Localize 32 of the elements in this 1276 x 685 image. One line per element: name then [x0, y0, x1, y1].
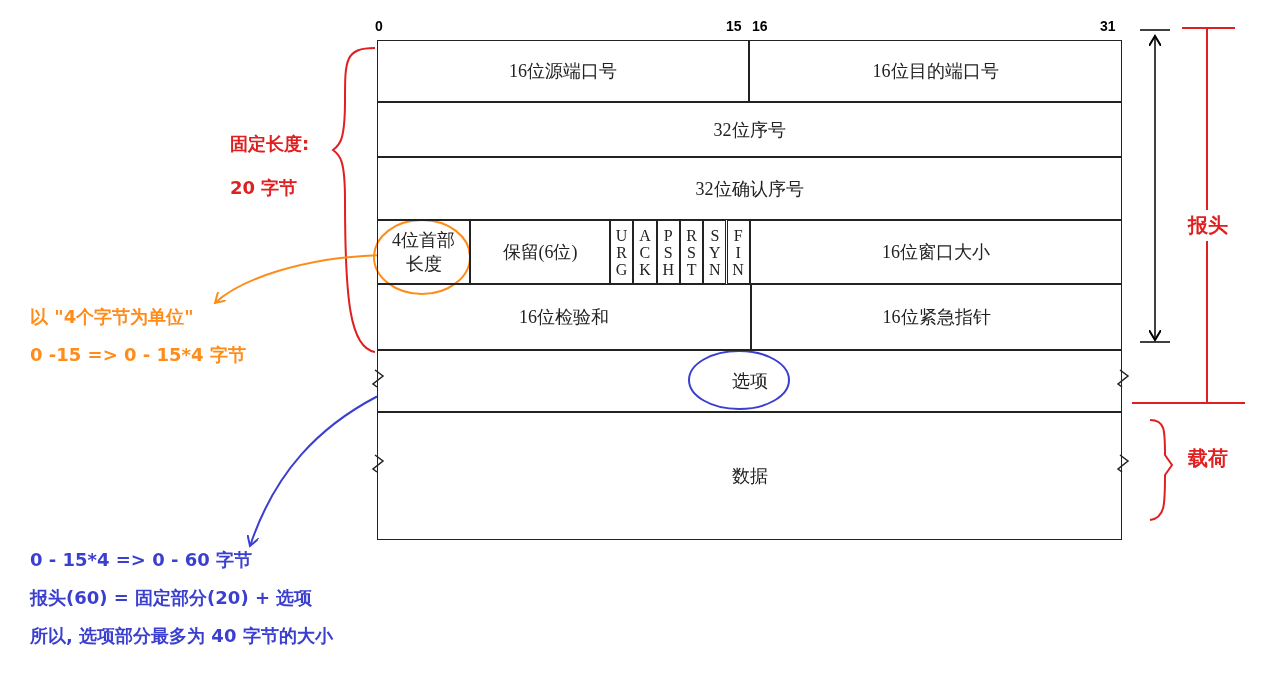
header-field: 32位序号 [377, 102, 1122, 157]
flag-field: ACK [633, 220, 657, 284]
annotation-line: 0 -15 => 0 - 15*4 字节 [30, 343, 247, 367]
bit-number: 0 [375, 18, 383, 34]
bit-number: 16 [752, 18, 768, 34]
annotation-line: 所以, 选项部分最多为 40 字节的大小 [30, 624, 334, 648]
bit-number: 31 [1100, 18, 1116, 34]
span-label: 载荷 [1188, 445, 1228, 472]
annotation-line: 0 - 15*4 => 0 - 60 字节 [30, 548, 254, 572]
flag-field: RST [679, 220, 704, 284]
header-field: 32位确认序号 [377, 157, 1122, 220]
header-field: 16位紧急指针 [751, 284, 1122, 350]
header-field: 4位首部长度 [377, 220, 470, 284]
brace-label: 20 字节 [230, 176, 298, 200]
header-field: 16位目的端口号 [749, 40, 1122, 102]
brace-label: 固定长度: [230, 132, 310, 156]
header-field: 数据 [377, 412, 1122, 540]
flag-field: URG [610, 220, 634, 284]
header-field: 16位源端口号 [377, 40, 749, 102]
header-field: 保留(6位) [470, 220, 610, 284]
flag-field: SYN [703, 220, 727, 284]
header-field: 16位窗口大小 [750, 220, 1122, 284]
annotation-line: 报头(60) = 固定部分(20) + 选项 [30, 586, 314, 610]
arrow [214, 254, 378, 304]
annotation-line: 以 "4个字节为单位" [30, 305, 195, 329]
flag-field: FIN [726, 220, 750, 284]
header-field: 16位检验和 [377, 284, 751, 350]
flag-field: PSH [656, 220, 680, 284]
header-field: 选项 [377, 350, 1122, 412]
bit-number: 15 [726, 18, 742, 34]
span-label: 报头 [1188, 210, 1228, 241]
arrow [246, 395, 378, 547]
